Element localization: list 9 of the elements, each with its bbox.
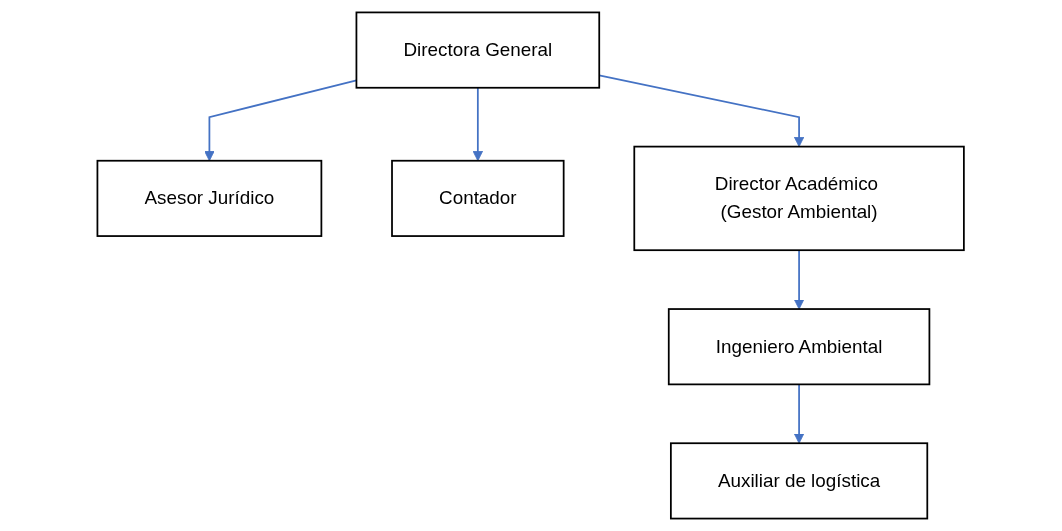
arrow [794, 249, 805, 310]
node-box: Auxiliar de logística [670, 442, 929, 520]
node-box: Contador [391, 159, 565, 237]
node-box: Director Académico (Gestor Ambiental) [633, 145, 966, 252]
node-box: Asesor Jurídico [96, 159, 323, 237]
node-box: Ingeniero Ambiental [668, 308, 931, 386]
arrow [794, 383, 805, 444]
node-box: Directora General [355, 11, 601, 89]
arrow [473, 86, 484, 162]
